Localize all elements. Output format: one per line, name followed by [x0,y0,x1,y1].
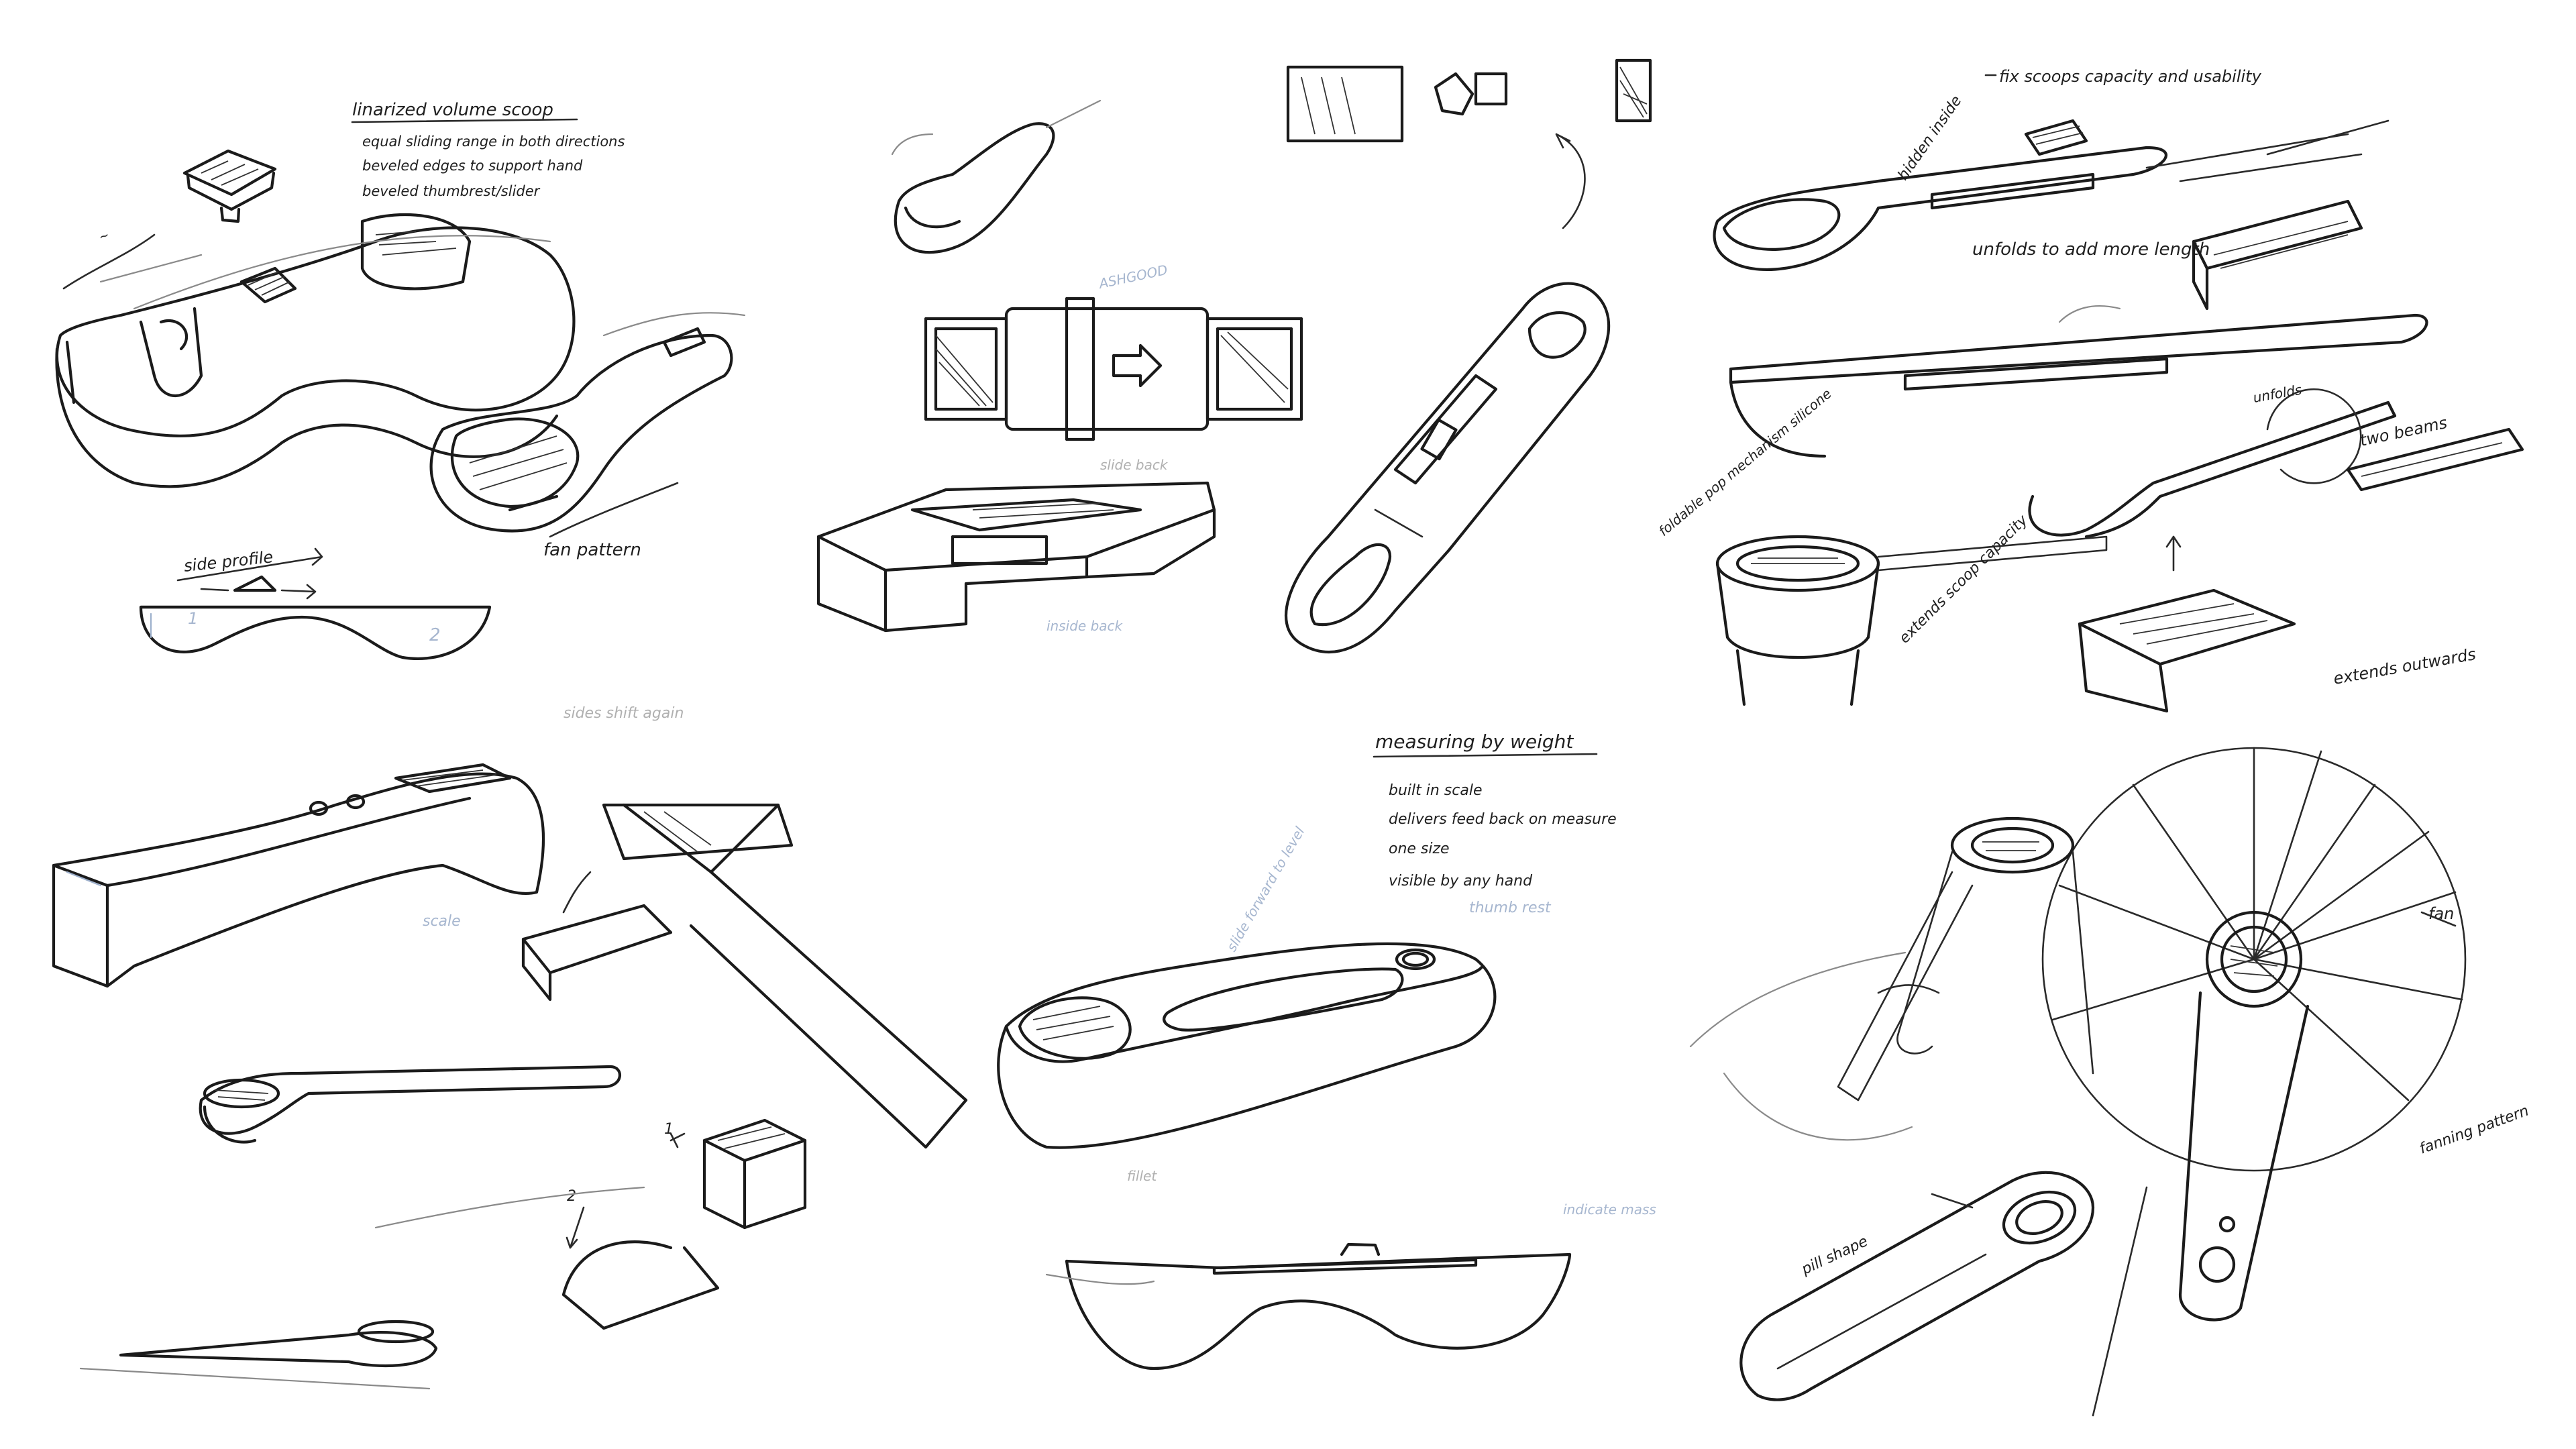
slider-knob-sketch [182,149,277,223]
weight-scoop-sketch [997,942,1497,1149]
fold-scoop-1 [1713,146,2167,271]
panel5-title: measuring by weight [1375,731,1574,753]
weight-profile-sketch [1065,1252,1572,1371]
panel-fold-scoop: fix scoops capacity and usability hidden… [1656,67,2524,713]
panel6-fanning-label: fanning pattern [2418,1103,2532,1158]
panel3-hidden-label: hidden inside [1894,93,1965,183]
panel4-num-1: 1 [664,1121,674,1138]
pill-scoop-sketch [1739,1171,2095,1401]
panel5-bullet-3: one size [1389,841,1450,857]
panel2-faint-2: slide back [1100,457,1169,473]
panel1-faint-label: sides shift again [564,705,684,722]
slider-top-view [924,297,1303,441]
panel1-title: linarized volume scoop [352,100,553,120]
panel4-scale-label: scale [423,913,461,930]
slider-box-sketch: inside back ASHGOOD slide back [816,262,1216,634]
panel1-num-2: 2 [429,625,441,645]
tiny-box-sketch [1286,65,1404,143]
panel5-bullet-1: built in scale [1389,782,1483,799]
fan-handle-sketch [2178,991,2310,1322]
panel5-faint-4: fillet [1127,1168,1157,1184]
fan-cup-sketch [1950,816,2075,874]
double-scoop-sketch: ~ [55,213,576,488]
panel2-faint-1: ASHGOOD [1096,262,1169,292]
panel3-title: fix scoops capacity and usability [1999,67,2262,86]
panel-weight-scoop: measuring by weight built in scale deliv… [997,731,1656,1371]
expand-box-sketch [2078,588,2296,666]
panel1-bullet-1: equal sliding range in both directions [362,133,625,150]
panel-volume-scoop: linarized volume scoop equal sliding ran… [55,100,746,722]
panel-scale-scoop: scale 1 2 [52,763,968,1390]
panel6-pill-label: pill shape [1799,1233,1870,1279]
svg-text:~: ~ [97,228,111,245]
cup-sketch: foldable pop mechanism silicone extends … [1656,385,2108,706]
panel1-num-1: 1 [188,609,198,628]
panel5-faint-1: slide forward to level [1224,824,1308,954]
fold-scoop-2 [1729,313,2428,384]
panel1-bullet-2: beveled edges to support hand [362,158,583,174]
panel5-bullet-4: visible by any hand [1389,873,1533,890]
panel1-fan-label: fan pattern [543,540,641,560]
panel-slider-mechanism: inside back ASHGOOD slide back [816,58,1652,654]
panel5-faint-3: indicate mass [1563,1201,1656,1218]
panel3-foldable-label: foldable pop mechanism silicone [1656,385,1835,539]
panel3-extends-outwards-label: extends outwards [2332,645,2477,688]
scale-long-scoop [199,1065,622,1135]
small-scoop-sketch [894,122,1055,254]
side-profile-sketch: side profile 1 2 sides shift again [139,547,684,722]
fold-scoop-3 [2028,400,2397,539]
panel5-bullet-2: delivers feed back on measure [1389,811,1617,828]
panel-fan-scoop: fan fanning pattern pill shape [1689,747,2532,1417]
panel3-unfolds2-label: unfolds [2252,382,2303,406]
panel3-extends-label: extends scoop capacity [1896,511,2032,647]
panel3-unfolds-label: unfolds to add more length [1972,239,2210,260]
panel1-bullet-3: beveled thumbrest/slider [362,183,541,199]
panel5-faint-2: thumb rest [1469,900,1552,916]
panel3-two-beams-label: two beams [2358,413,2449,450]
diagonal-scoop-sketch [1284,133,1611,654]
panel2-faint-3: inside back [1046,618,1124,634]
scale-handle-sketch [52,772,545,988]
fan-scoop-sketch: fan pattern [429,312,746,560]
panel4-num-2: 2 [567,1188,576,1205]
